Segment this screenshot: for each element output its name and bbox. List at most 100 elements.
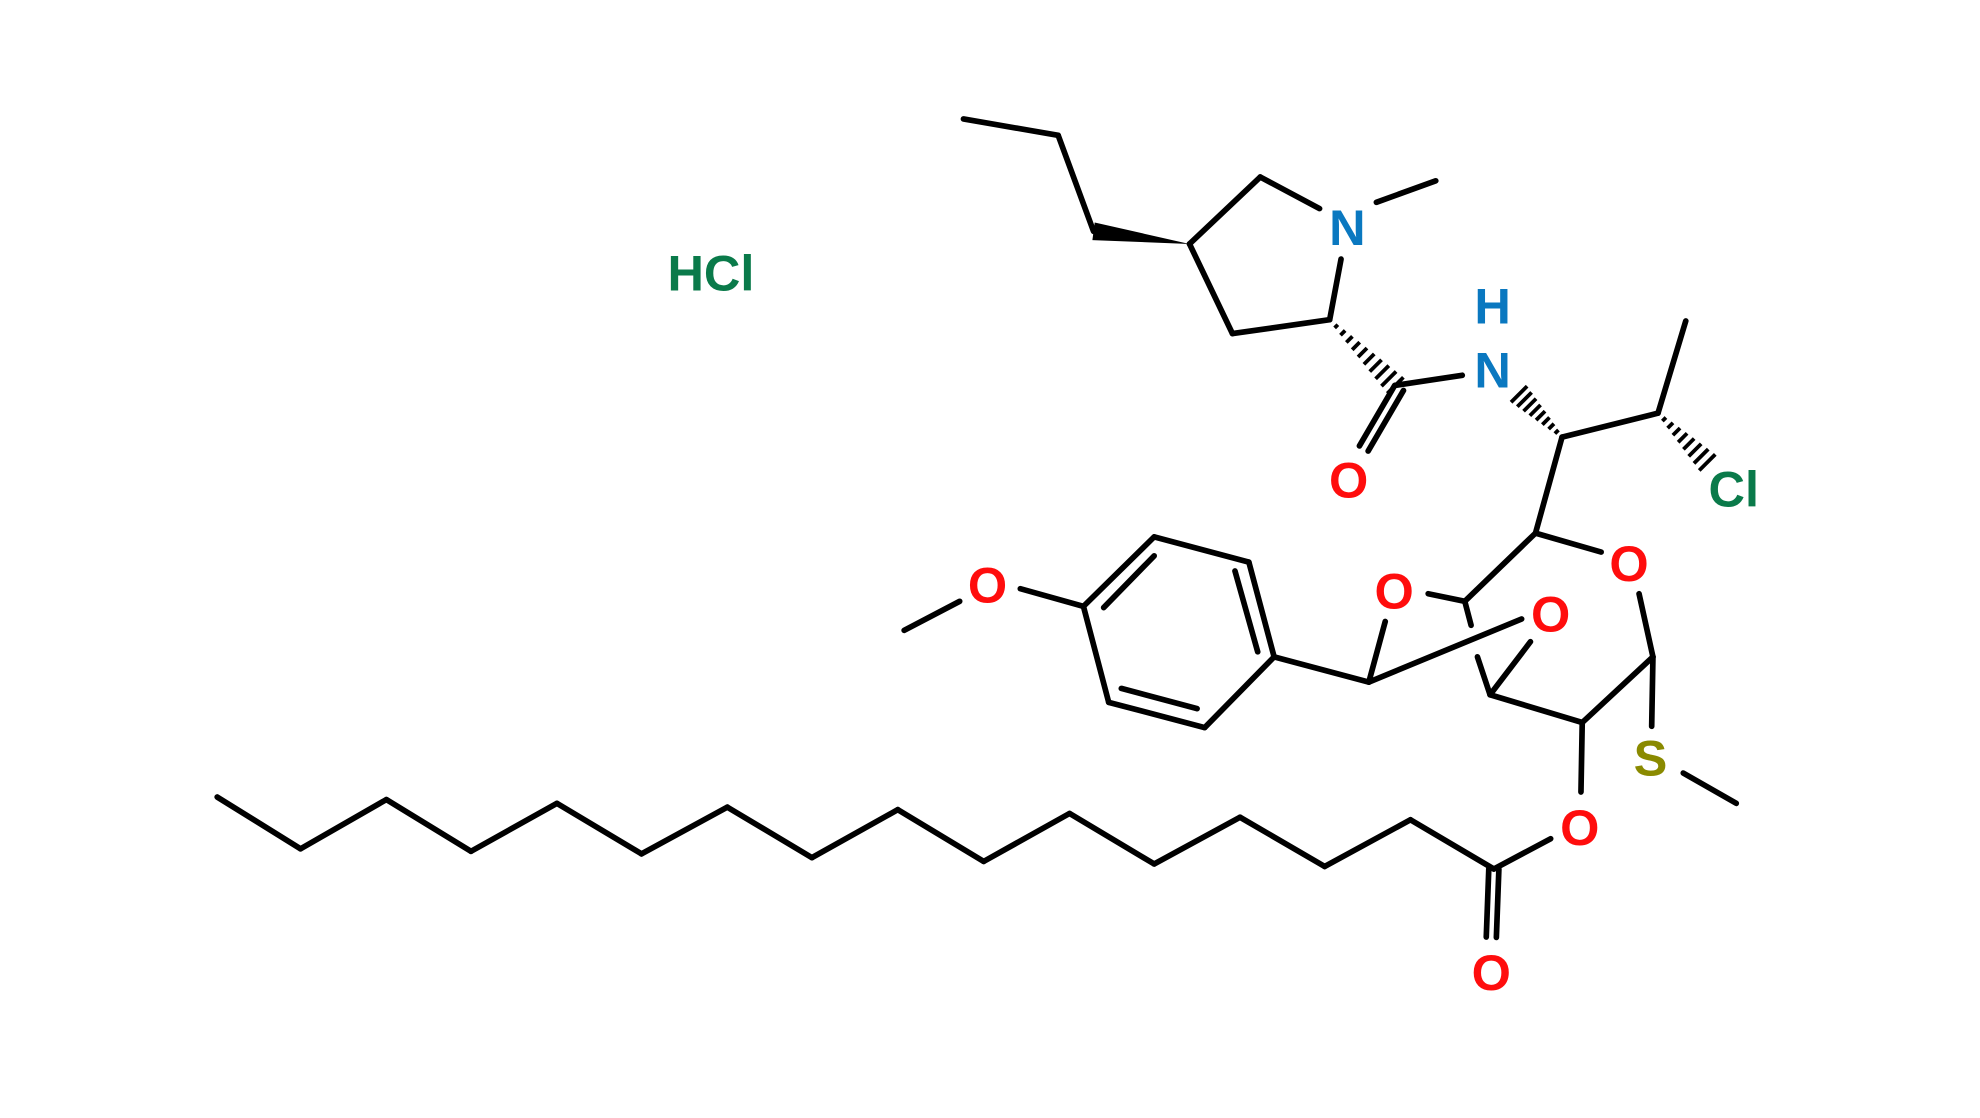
hash-bond-segment — [1547, 422, 1556, 431]
hash-bond-segment — [1522, 397, 1538, 413]
aromatic-inner-bond — [1100, 553, 1157, 611]
atom-chloro: Cl — [1709, 460, 1760, 517]
hcl-label: HCl — [667, 244, 754, 301]
bond — [1373, 177, 1439, 206]
bond — [1474, 654, 1493, 698]
bond — [1487, 638, 1534, 698]
bond — [1579, 654, 1656, 726]
wedge-bond — [1092, 222, 1190, 244]
atom-amide-h: H — [1474, 277, 1510, 334]
double-bond — [1365, 387, 1407, 454]
bond — [1487, 691, 1586, 726]
hash-bond-segment — [1534, 409, 1547, 422]
bond — [1186, 174, 1264, 247]
aromatic-bond — [1151, 534, 1252, 565]
hash-bond-segment — [1692, 447, 1710, 465]
bond — [1655, 318, 1689, 416]
alkyl-chain-bond — [638, 804, 731, 857]
aromatic-bond — [1201, 654, 1277, 731]
bond — [1271, 654, 1372, 685]
double-bond — [1483, 865, 1492, 940]
atom-acetal-o1: O — [1374, 563, 1413, 620]
hash-bond-segment — [1682, 437, 1696, 451]
atom-ring-o: O — [1609, 535, 1648, 592]
bond — [1461, 598, 1474, 629]
alkyl-chain-bond — [468, 800, 560, 855]
atom-carbonyl-o: O — [1472, 944, 1511, 1001]
hash-bond-segment — [1509, 384, 1529, 404]
atom-ester-o: O — [1560, 799, 1599, 856]
bond — [1648, 654, 1656, 730]
bond — [1680, 770, 1740, 807]
aromatic-bond — [1080, 603, 1112, 706]
bond — [1578, 719, 1586, 795]
atom-methoxy-o: O — [968, 556, 1007, 613]
alkyl-chain-bond — [980, 810, 1073, 865]
bond — [1532, 434, 1565, 536]
alkyl-chain-bond — [297, 796, 390, 852]
hash-bond-segment — [1327, 317, 1332, 322]
bond — [1229, 316, 1333, 337]
double-bond — [1493, 866, 1502, 941]
hash-bond-segment — [1356, 346, 1369, 359]
alkyl-chain-bond — [1151, 814, 1243, 867]
alkyl-chain-bond — [1237, 814, 1328, 870]
hash-bond-segment — [1666, 421, 1675, 430]
hash-bond-segment — [1661, 416, 1668, 423]
bond — [1532, 530, 1605, 555]
bond — [1365, 618, 1389, 685]
hash-bond-segment — [1350, 340, 1362, 352]
hash-bond-segment — [1515, 391, 1533, 409]
hash-bond-segment — [1687, 442, 1703, 458]
atom-amide-n: N — [1474, 342, 1510, 399]
bond — [1425, 590, 1468, 605]
bonds — [214, 116, 1740, 941]
alkyl-chain-bond — [214, 794, 304, 852]
alkyl-chain-bond — [1407, 816, 1497, 872]
hash-bond-segment — [1380, 370, 1398, 388]
bond — [1055, 132, 1097, 235]
alkyl-chain-bond — [724, 804, 815, 861]
hash-bond-segment — [1362, 352, 1376, 366]
hash-bond-segment — [1541, 416, 1551, 426]
aromatic-bond — [1080, 534, 1157, 610]
alkyl-chain-bond — [383, 796, 474, 855]
double-bond — [1356, 382, 1398, 449]
bond — [1186, 241, 1236, 337]
hash-bond-segment — [1339, 329, 1347, 337]
aromatic-inner-bond — [1232, 568, 1261, 655]
bond — [1326, 256, 1344, 323]
atom-amide-o: O — [1329, 452, 1368, 509]
hash-bond-segment — [1671, 426, 1682, 437]
hash-bond-segment — [1368, 358, 1383, 373]
hash-bond-segment — [1528, 403, 1542, 418]
alkyl-chain-bond — [1321, 816, 1414, 870]
bond — [1461, 530, 1539, 605]
alkyl-chain-bond — [809, 806, 901, 861]
aromatic-inner-bond — [1118, 685, 1200, 712]
hash-bond-segment — [1345, 335, 1354, 344]
bond — [1365, 616, 1525, 685]
atom-pyrrolidine-n: N — [1329, 199, 1365, 256]
hash-bond-segment — [1374, 364, 1391, 381]
bond — [1017, 585, 1087, 610]
atom-acetal-o2: O — [1531, 585, 1570, 642]
bond — [901, 598, 963, 634]
hash-bond-segment — [1676, 431, 1689, 444]
hash-bond-segment — [1655, 410, 1661, 416]
aromatic-bond — [1105, 699, 1208, 731]
hash-bond-segment — [1697, 453, 1717, 472]
bond — [1257, 174, 1323, 212]
aromatic-bond — [1246, 559, 1277, 660]
bond — [960, 116, 1062, 139]
bond — [1392, 372, 1466, 389]
hash-bond-segment — [1333, 323, 1340, 330]
atom-thio-s: S — [1634, 729, 1668, 786]
bond — [1490, 835, 1554, 872]
alkyl-chain-bond — [1066, 810, 1157, 867]
bond — [1559, 410, 1661, 440]
hash-bond-segment — [1553, 428, 1560, 435]
bond — [1636, 590, 1656, 660]
alkyl-chain-bond — [894, 806, 987, 865]
